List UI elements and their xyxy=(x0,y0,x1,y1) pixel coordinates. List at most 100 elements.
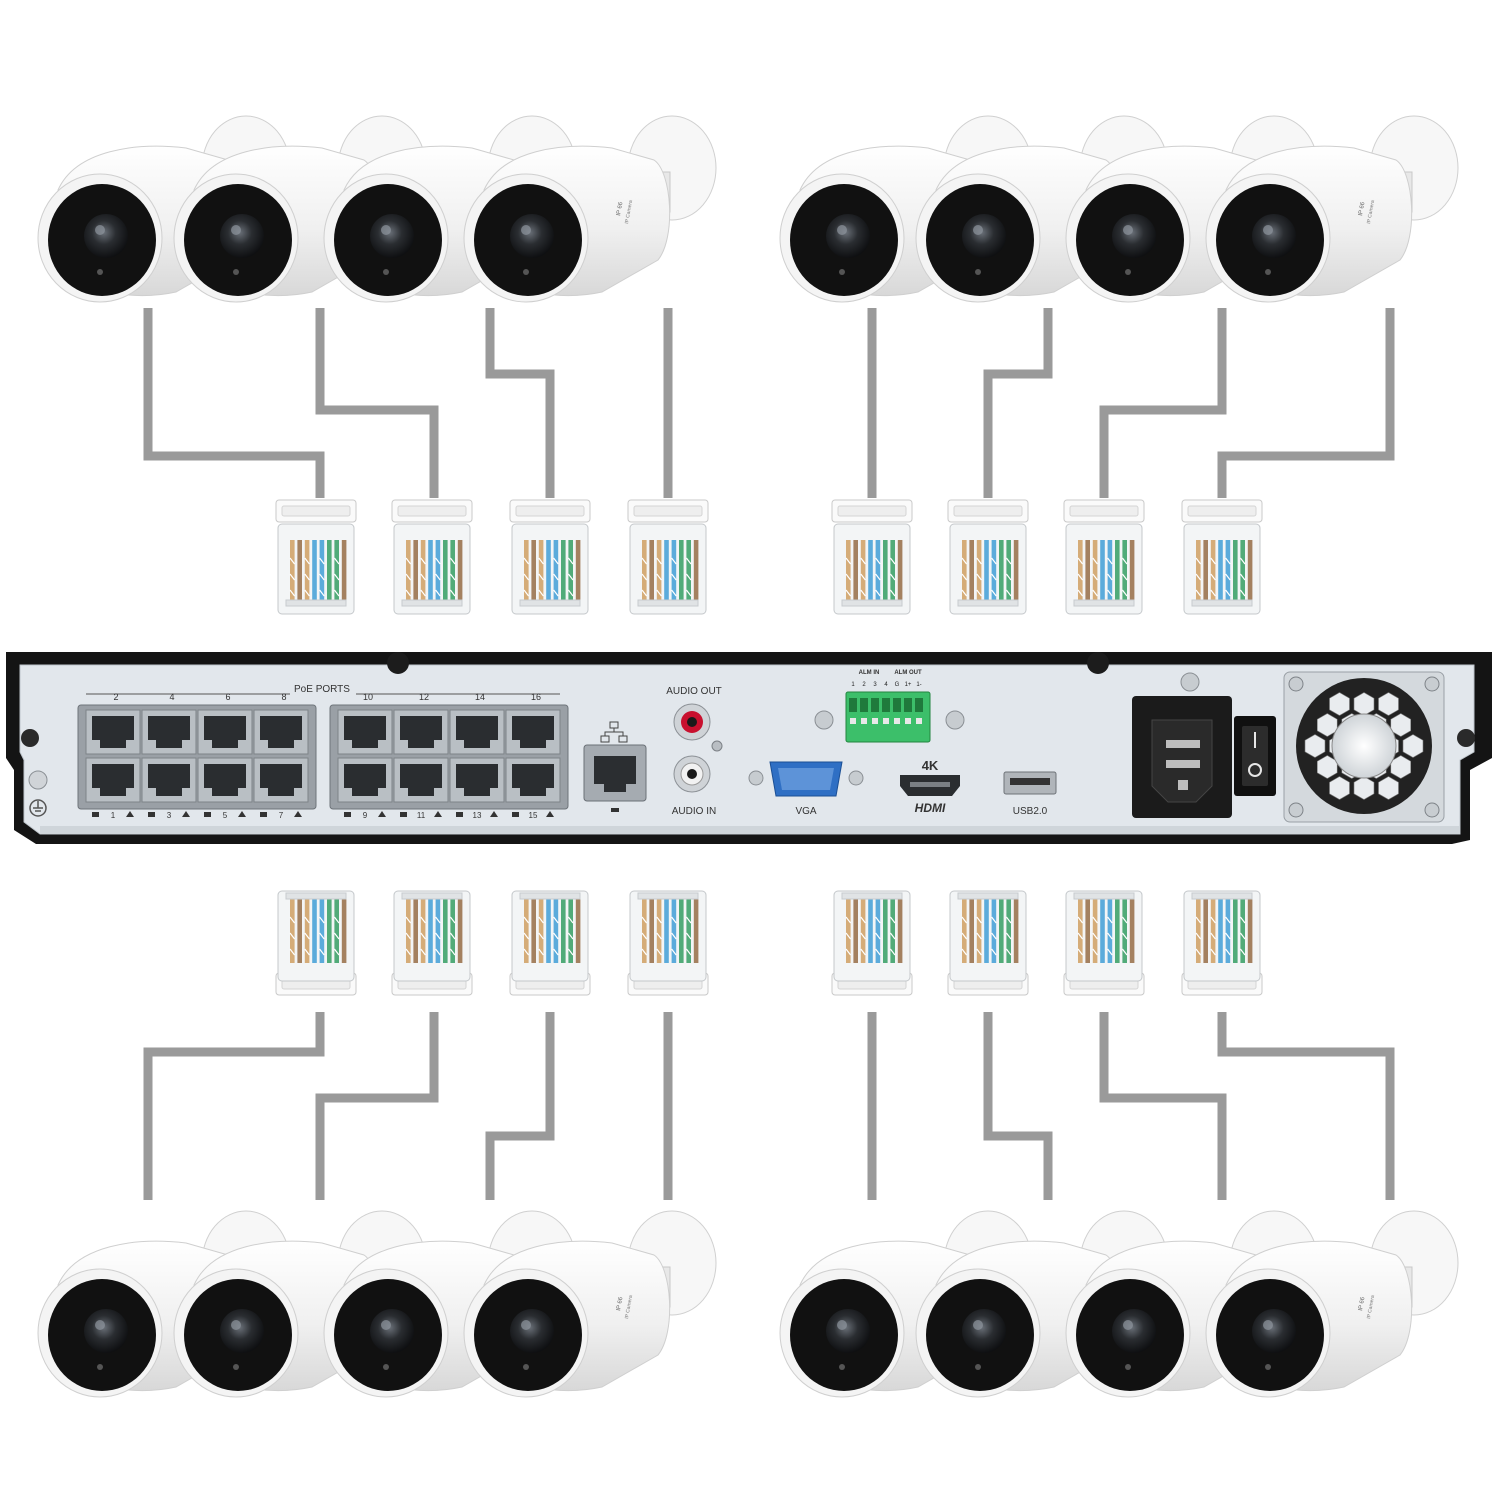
ethernet-port-icon[interactable] xyxy=(253,757,309,803)
usb-port[interactable] xyxy=(1003,771,1057,795)
ethernet-port-icon[interactable] xyxy=(85,757,141,803)
camera-badge-text: IP 66 xyxy=(1358,1296,1366,1311)
vga-screw xyxy=(848,770,864,786)
rj45-connector-icon xyxy=(947,890,1029,996)
rj45-connector-icon xyxy=(947,499,1029,615)
vga-port[interactable] xyxy=(769,761,843,797)
ethernet-port-icon[interactable] xyxy=(141,709,197,755)
rj45-connector-layer xyxy=(275,499,1263,996)
port-led xyxy=(260,812,267,817)
port-number-label: 16 xyxy=(531,692,541,702)
poe-port-grid xyxy=(85,709,561,803)
ethernet-port-icon[interactable] xyxy=(337,757,393,803)
port-led xyxy=(378,811,386,817)
alarm-pin-label: 1+ xyxy=(905,682,912,688)
rj45-connector-icon xyxy=(627,890,709,996)
rj45-connector-icon xyxy=(831,890,913,996)
rj45-connector-icon xyxy=(627,499,709,615)
network-symbol-icon xyxy=(600,721,628,743)
rj45-connector-icon xyxy=(831,499,913,615)
port-number-label: 2 xyxy=(113,692,118,702)
ethernet-port-icon[interactable] xyxy=(393,757,449,803)
port-led xyxy=(400,812,407,817)
hdmi-port[interactable] xyxy=(900,775,960,796)
ethernet-port-icon[interactable] xyxy=(141,757,197,803)
port-led xyxy=(92,812,99,817)
camera-badge-text: IP Camera xyxy=(624,200,634,225)
alarm-terminal-block[interactable] xyxy=(845,691,931,743)
ethernet-cable xyxy=(1217,308,1395,498)
port-led xyxy=(182,811,190,817)
ethernet-port-icon[interactable] xyxy=(393,709,449,755)
port-number-label: 15 xyxy=(529,811,538,820)
ethernet-cable xyxy=(1099,308,1227,498)
ethernet-port-icon[interactable] xyxy=(197,757,253,803)
audio-in-label: AUDIO IN xyxy=(672,806,716,817)
ethernet-cable xyxy=(1099,1012,1227,1200)
alarm-pin-label: 1 xyxy=(851,682,855,688)
alarm-pin-label: 2 xyxy=(862,682,866,688)
audio-out-jack[interactable] xyxy=(673,703,711,741)
port-led xyxy=(126,811,134,817)
hdmi-4k-label: 4K xyxy=(922,758,939,773)
ethernet-cable xyxy=(1217,1012,1395,1200)
port-number-label: 3 xyxy=(167,811,172,820)
rj45-connector-icon xyxy=(275,499,357,615)
rj45-connector-icon xyxy=(1063,499,1145,615)
rack-screw xyxy=(21,729,39,747)
ethernet-cable xyxy=(485,1012,555,1200)
ethernet-port-icon[interactable] xyxy=(253,709,309,755)
ethernet-port-icon[interactable] xyxy=(449,757,505,803)
port-number-label: 12 xyxy=(419,692,429,702)
port-number-label: 1 xyxy=(111,811,116,820)
audio-in-jack[interactable] xyxy=(673,755,711,793)
camera-badge-text: IP 66 xyxy=(616,1296,624,1311)
ethernet-cable xyxy=(143,308,325,498)
ethernet-cable xyxy=(143,1012,325,1200)
port-led xyxy=(238,811,246,817)
ethernet-cable xyxy=(315,1012,439,1200)
camera-badge-text: IP Camera xyxy=(624,1295,634,1320)
rj45-connector-icon xyxy=(1063,890,1145,996)
poe-ports-label: PoE PORTS xyxy=(294,684,350,695)
hdmi-label: HDMI xyxy=(915,801,946,815)
ethernet-port-icon[interactable] xyxy=(505,757,561,803)
ethernet-port-icon[interactable] xyxy=(85,709,141,755)
ethernet-cable xyxy=(315,308,439,498)
port-number-label: 8 xyxy=(281,692,286,702)
lan-ethernet-port[interactable] xyxy=(583,744,647,812)
port-led xyxy=(294,811,302,817)
rack-screw xyxy=(1457,729,1475,747)
ethernet-cable xyxy=(983,1012,1053,1200)
ethernet-port-icon[interactable] xyxy=(449,709,505,755)
ethernet-cable xyxy=(485,308,555,498)
lid-screw xyxy=(1087,652,1109,674)
power-socket-icon[interactable] xyxy=(1132,696,1232,818)
audio-out-label: AUDIO OUT xyxy=(666,686,722,697)
panel-screw xyxy=(945,710,965,730)
port-led xyxy=(204,812,211,817)
ethernet-port-icon[interactable] xyxy=(505,709,561,755)
panel-screw xyxy=(1180,672,1200,692)
lid-screw xyxy=(387,652,409,674)
ethernet-port-icon[interactable] xyxy=(337,709,393,755)
power-switch-icon[interactable] xyxy=(1234,716,1276,796)
rj45-connector-icon xyxy=(1181,890,1263,996)
port-led xyxy=(546,811,554,817)
rj45-connector-icon xyxy=(1181,499,1263,615)
ground-symbol-icon xyxy=(28,770,48,817)
port-led xyxy=(512,812,519,817)
port-led xyxy=(148,812,155,817)
cable-layer xyxy=(143,308,1395,1200)
panel-screw xyxy=(814,710,834,730)
ethernet-port-icon[interactable] xyxy=(197,709,253,755)
rj45-connector-icon xyxy=(509,499,591,615)
